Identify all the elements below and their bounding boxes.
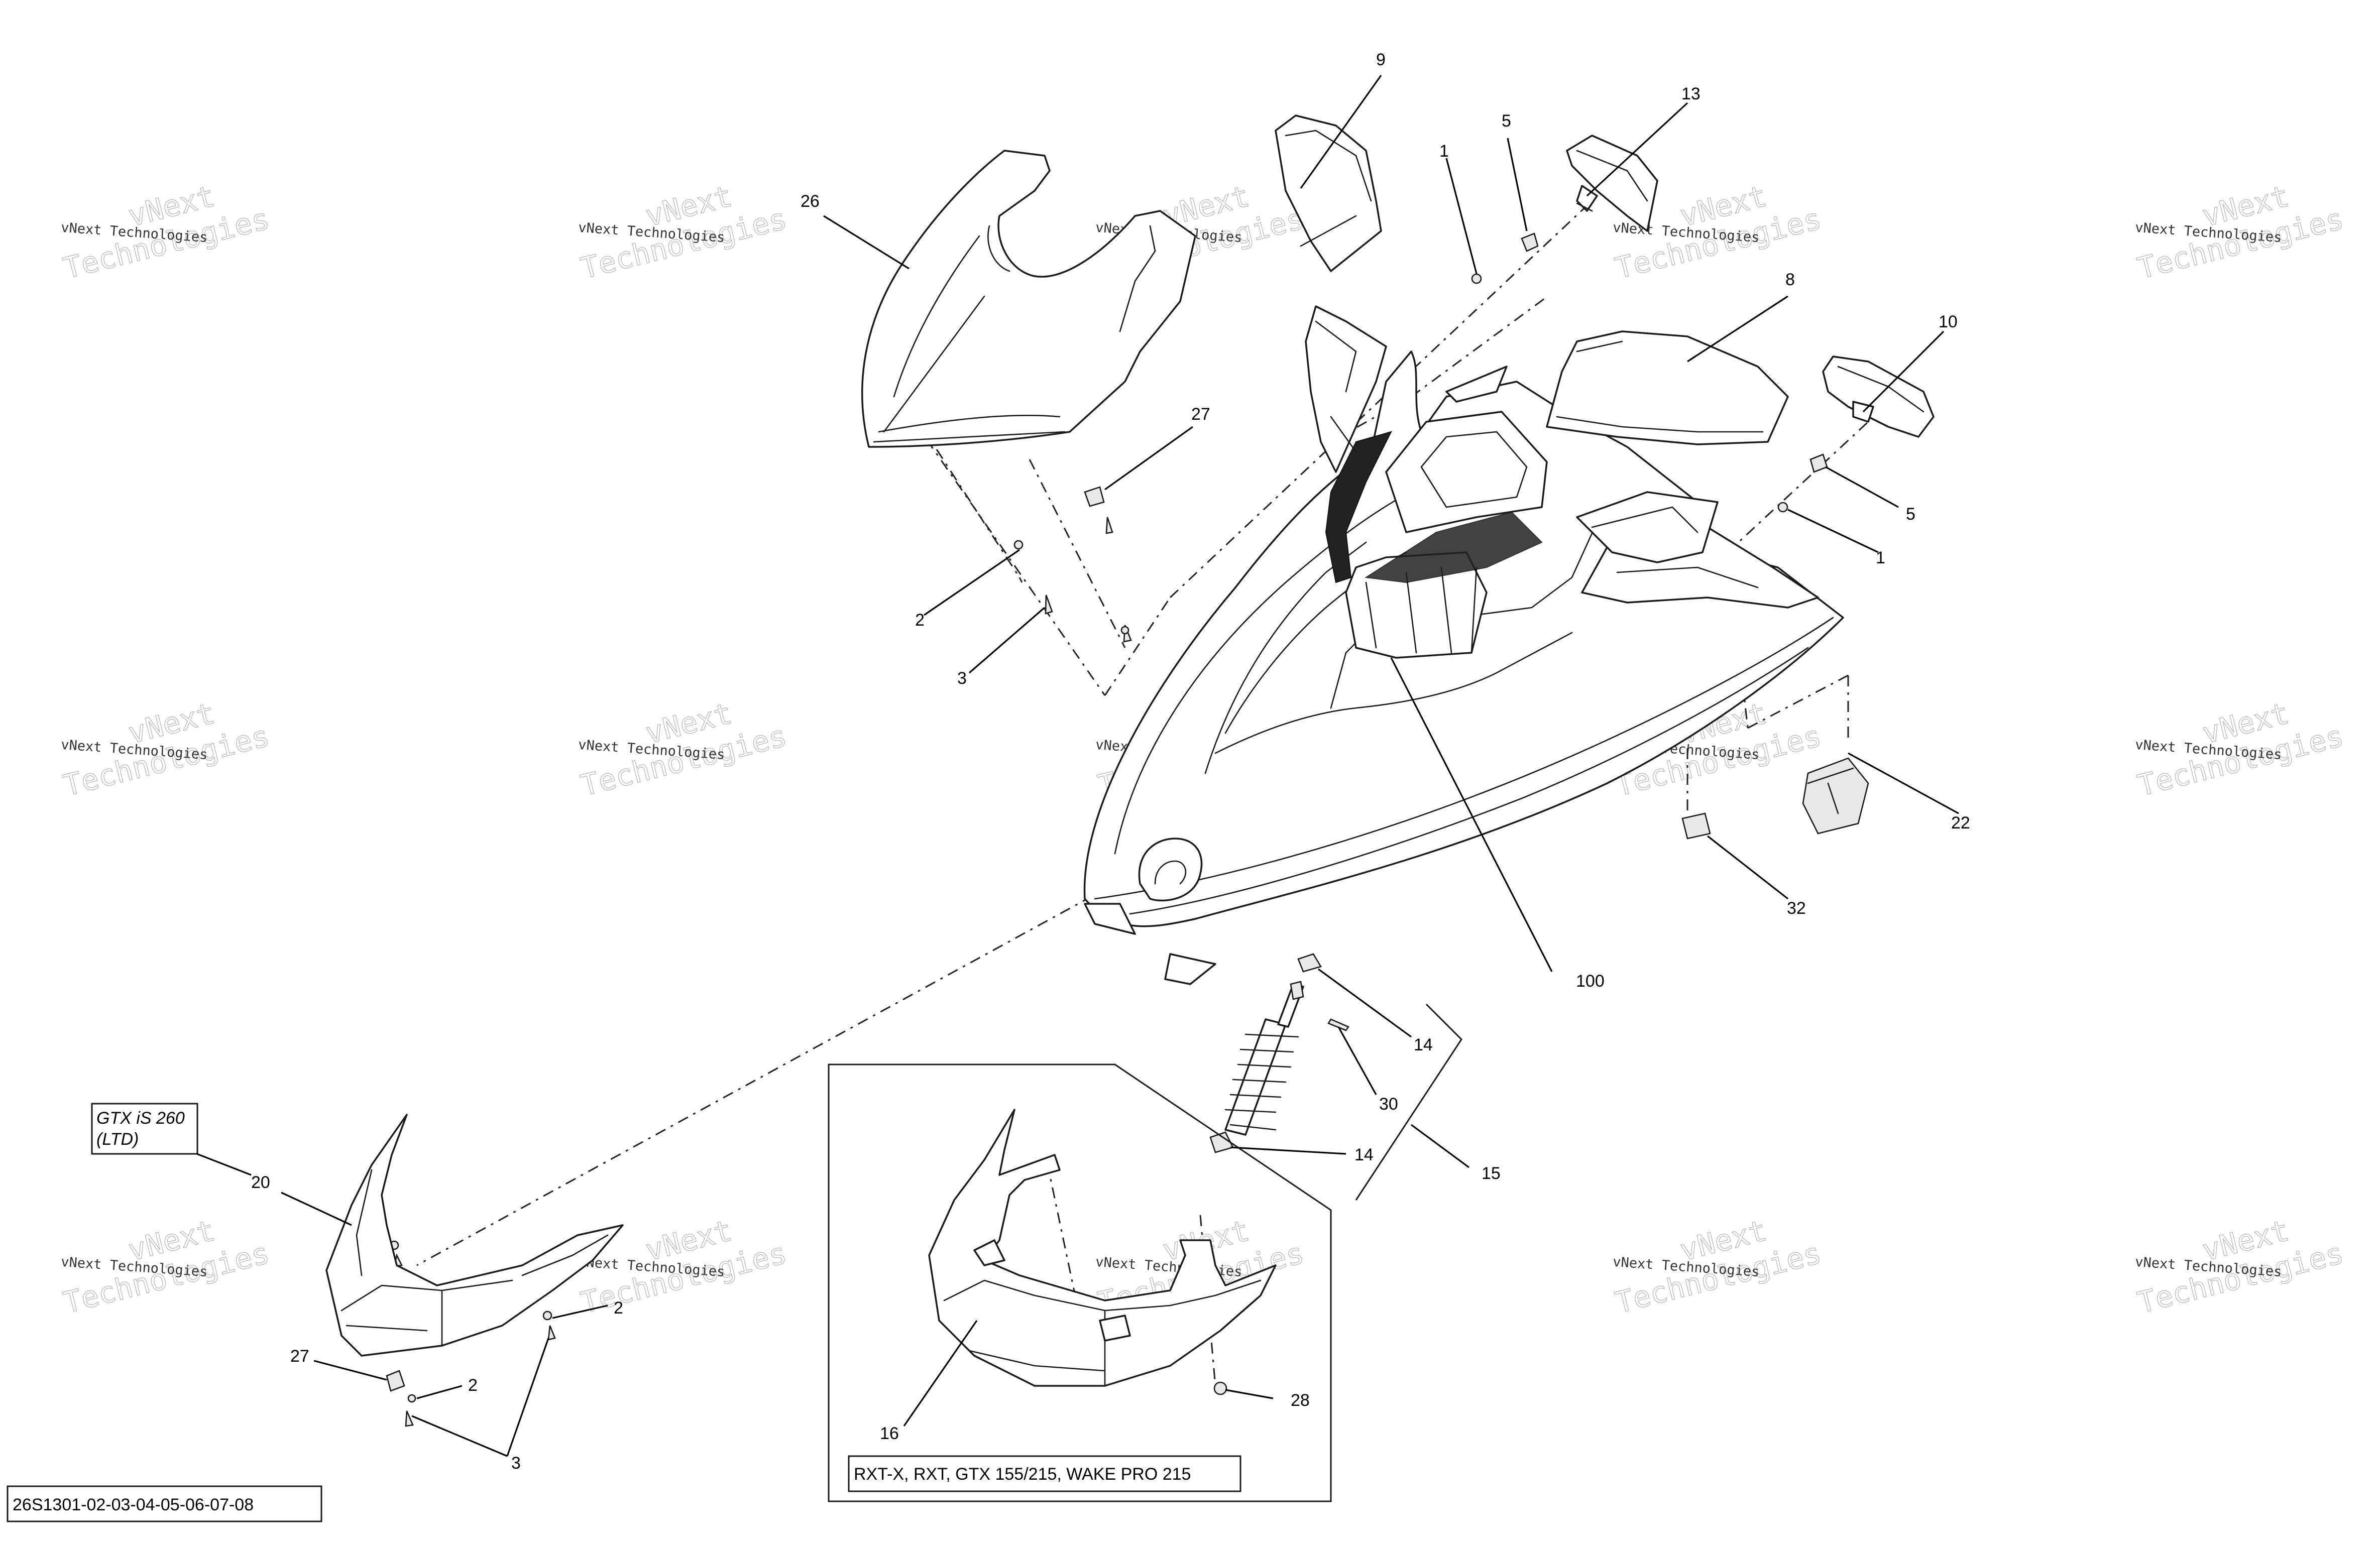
model-box-frame <box>91 1103 198 1155</box>
deck-assembly <box>1083 305 1844 985</box>
diagram-code: 26S1301-02-03-04-05-06-07-08 <box>13 1495 254 1514</box>
variant-box-label: RXT-X, RXT, GTX 155/215, WAKE PRO 215 <box>854 1465 1191 1484</box>
frames <box>7 1003 1462 1522</box>
part-20-nose <box>325 1114 624 1357</box>
callout-labels: 9 1 5 13 26 8 10 27 5 1 2 3 22 32 100 14… <box>251 50 1970 1473</box>
variant-box-frame <box>828 1063 1332 1502</box>
callout-100: 100 <box>1576 972 1605 991</box>
part-13-mirror <box>1566 135 1658 232</box>
callout-3-left: 3 <box>957 669 967 688</box>
callout-2-lower-right: 2 <box>614 1298 623 1318</box>
callout-13: 13 <box>1681 84 1701 103</box>
variant-label-frame <box>848 1455 1241 1492</box>
callout-22: 22 <box>1951 813 1970 833</box>
callout-14-bottom: 14 <box>1354 1145 1374 1164</box>
callout-26: 26 <box>801 192 820 211</box>
part-26-cover <box>861 150 1196 448</box>
code-box-frame <box>7 1485 322 1522</box>
callout-20: 20 <box>251 1173 270 1192</box>
bracket-15 <box>1355 1003 1462 1201</box>
callout-16: 16 <box>880 1424 899 1443</box>
model-box-line2: (LTD) <box>96 1130 139 1149</box>
callout-5-right: 5 <box>1906 505 1915 524</box>
part-9-panel <box>1275 114 1382 272</box>
callout-14-top: 14 <box>1414 1035 1433 1054</box>
callout-27-top: 27 <box>1191 405 1210 424</box>
callout-2-left: 2 <box>915 611 925 630</box>
callout-9: 9 <box>1376 50 1386 69</box>
callout-8: 8 <box>1785 270 1795 289</box>
callout-30: 30 <box>1379 1095 1398 1114</box>
part-16-nose-variant <box>928 1109 1277 1387</box>
callout-1-top: 1 <box>1439 142 1449 161</box>
callout-1-right: 1 <box>1876 548 1885 567</box>
model-box-line1: GTX iS 260 <box>96 1109 185 1128</box>
callout-28: 28 <box>1291 1391 1310 1410</box>
callout-15: 15 <box>1482 1164 1501 1183</box>
callout-2-lower: 2 <box>468 1376 478 1395</box>
callout-32: 32 <box>1787 899 1806 918</box>
hardware-pieces <box>386 232 1869 1427</box>
callout-5-top: 5 <box>1502 111 1511 131</box>
callout-27-lower: 27 <box>290 1347 309 1366</box>
box-labels: GTX iS 260 (LTD) RXT-X, RXT, GTX 155/215… <box>13 1109 1191 1514</box>
part-8-panel <box>1546 330 1789 445</box>
callout-10: 10 <box>1939 312 1958 331</box>
callout-3-lower: 3 <box>511 1454 521 1473</box>
part-15-gas-spring <box>1224 981 1304 1136</box>
leader-lines <box>196 75 1959 1457</box>
